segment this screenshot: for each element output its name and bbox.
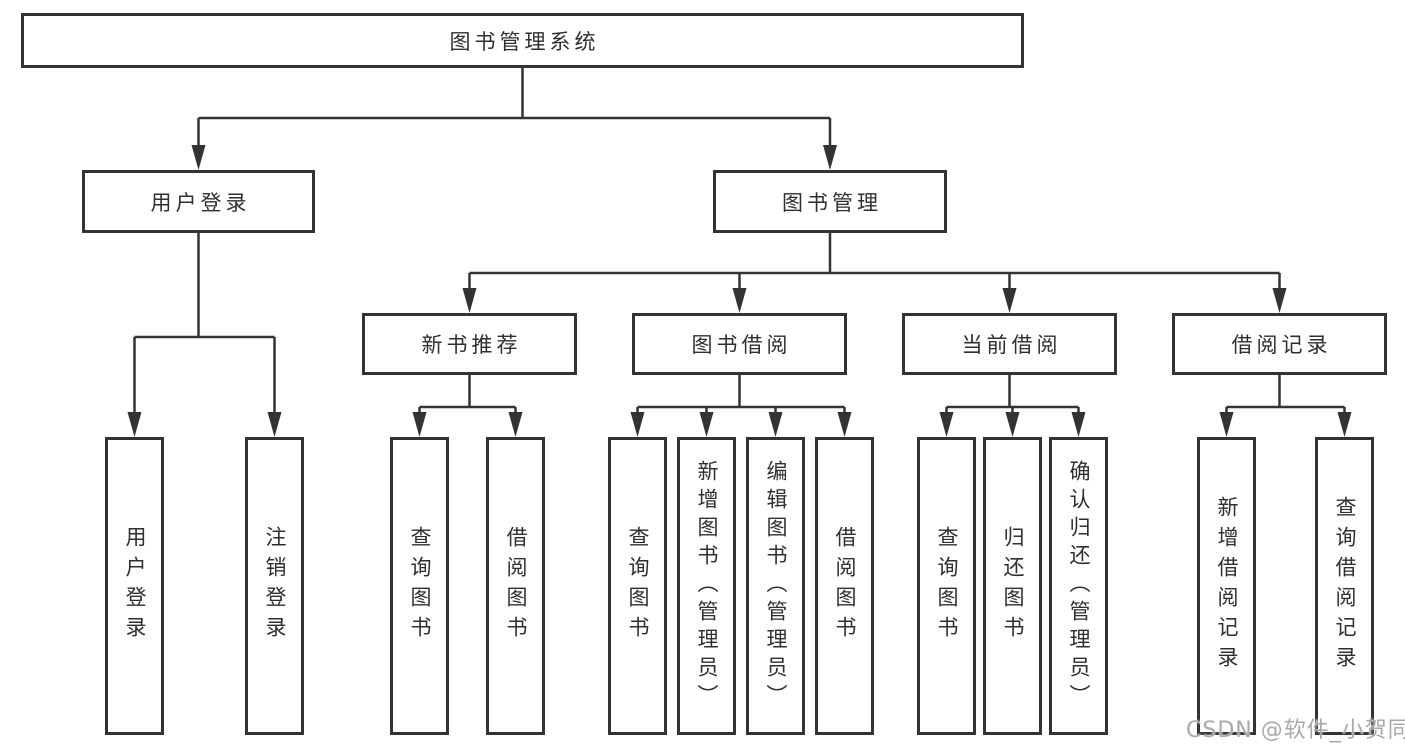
leaf-query-borrow-record-label: 查询借阅记录 xyxy=(1333,496,1357,676)
leaf-return-books: 归还图书 xyxy=(983,437,1042,735)
node-current-borrowing: 当前借阅 xyxy=(902,313,1117,375)
node-user-login-label: 用户登录 xyxy=(150,190,251,215)
leaf-query-books-2-label: 查询图书 xyxy=(626,526,650,646)
leaf-borrow-books-2: 借阅图书 xyxy=(815,437,874,735)
node-new-book-recommend-label: 新书推荐 xyxy=(421,333,522,357)
leaf-confirm-return-admin-label: 确认归还（管理员） xyxy=(1067,460,1091,712)
node-user-login: 用户登录 xyxy=(82,170,315,233)
node-current-borrowing-label: 当前借阅 xyxy=(961,333,1062,357)
leaf-borrow-books-1: 借阅图书 xyxy=(486,437,545,735)
leaf-query-books-2: 查询图书 xyxy=(608,437,667,735)
node-root: 图书管理系统 xyxy=(21,13,1024,68)
leaf-query-books-3-label: 查询图书 xyxy=(935,526,959,646)
node-book-borrowing-label: 图书借阅 xyxy=(691,333,792,357)
leaf-query-books-3: 查询图书 xyxy=(917,437,976,735)
node-book-management-label: 图书管理 xyxy=(782,190,882,215)
node-borrowing-records-label: 借阅记录 xyxy=(1231,333,1332,357)
leaf-user-login: 用户登录 xyxy=(105,437,164,735)
leaf-borrow-books-2-label: 借阅图书 xyxy=(833,526,857,646)
leaf-query-books-1: 查询图书 xyxy=(390,437,449,735)
node-borrowing-records: 借阅记录 xyxy=(1172,313,1387,375)
leaf-add-borrow-record-label: 新增借阅记录 xyxy=(1215,496,1239,676)
leaf-logout: 注销登录 xyxy=(245,437,304,735)
leaf-confirm-return-admin: 确认归还（管理员） xyxy=(1049,437,1108,735)
node-book-borrowing: 图书借阅 xyxy=(632,313,847,375)
leaf-return-books-label: 归还图书 xyxy=(1001,526,1025,646)
leaf-add-books-admin-label: 新增图书（管理员） xyxy=(695,460,719,712)
leaf-borrow-books-1-label: 借阅图书 xyxy=(504,526,528,646)
csdn-watermark: CSDN @软件_小贺同学 xyxy=(1186,718,1405,743)
leaf-logout-label: 注销登录 xyxy=(263,526,287,646)
leaf-edit-books-admin: 编辑图书（管理员） xyxy=(746,437,805,735)
leaf-query-borrow-record: 查询借阅记录 xyxy=(1315,437,1374,735)
node-book-management: 图书管理 xyxy=(713,170,947,233)
node-new-book-recommend: 新书推荐 xyxy=(362,313,577,375)
leaf-add-borrow-record: 新增借阅记录 xyxy=(1197,437,1256,735)
node-root-label: 图书管理系统 xyxy=(449,29,600,54)
leaf-query-books-1-label: 查询图书 xyxy=(408,526,432,646)
leaf-user-login-label: 用户登录 xyxy=(123,526,147,646)
leaf-add-books-admin: 新增图书（管理员） xyxy=(677,437,736,735)
leaf-edit-books-admin-label: 编辑图书（管理员） xyxy=(764,460,788,712)
